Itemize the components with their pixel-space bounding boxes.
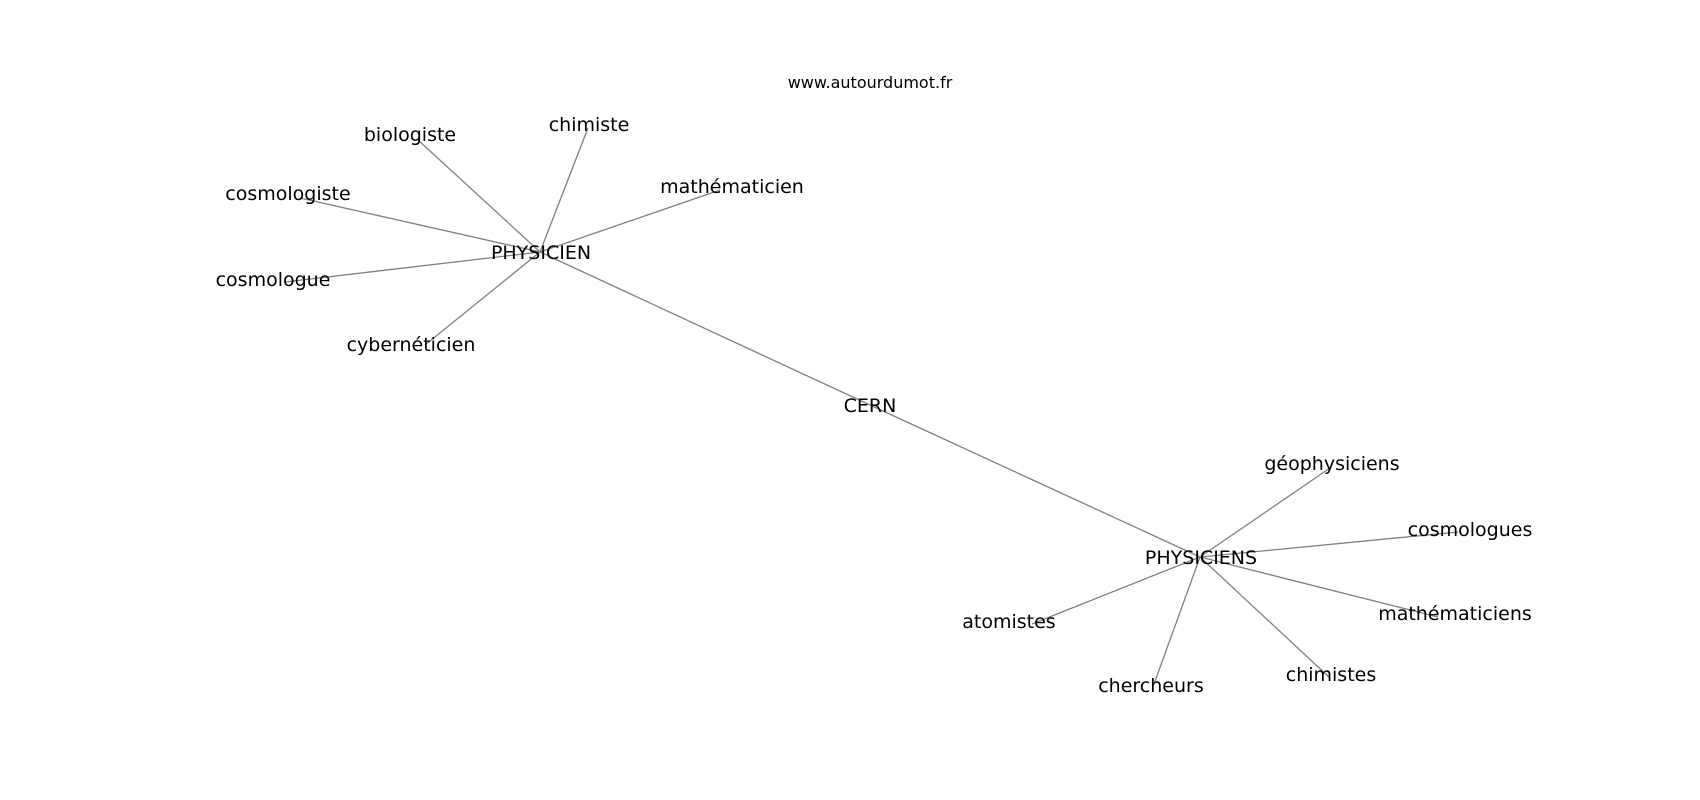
node-label-cosmologiste: cosmologiste	[225, 183, 350, 205]
node-label-mathematicien: mathématicien	[660, 176, 804, 198]
node-label-geophysiciens: géophysiciens	[1264, 453, 1399, 475]
node-label-atomistes: atomistes	[962, 611, 1055, 633]
edge-physicien-cyberneticien	[424, 251, 541, 346]
node-label-chercheurs: chercheurs	[1098, 675, 1204, 697]
node-label-biologiste: biologiste	[364, 124, 456, 146]
graph-edges	[284, 127, 1459, 685]
edge-physicien-chimiste	[539, 127, 589, 253]
node-label-cern: CERN	[844, 395, 897, 417]
node-label-physiciens: PHYSICIENS	[1145, 547, 1257, 569]
node-label-chimistes: chimistes	[1286, 664, 1377, 686]
edge-cern-physicien	[539, 251, 871, 406]
graph-labels: CERN PHYSICIEN PHYSICIENS biologiste chimist…	[216, 114, 1533, 697]
edge-physicien-mathematicien	[539, 189, 721, 253]
watermark-text: www.autourdumot.fr	[788, 73, 953, 92]
edge-physiciens-mathematiciens	[1199, 556, 1439, 618]
edge-physicien-cosmologiste	[299, 197, 541, 253]
edge-physicien-cosmologue	[284, 251, 541, 283]
node-label-cosmologue: cosmologue	[216, 269, 331, 291]
node-label-cosmologues: cosmologues	[1408, 519, 1533, 541]
edge-physicien-biologiste	[417, 139, 541, 253]
edge-physiciens-geophysiciens	[1199, 467, 1331, 558]
edge-cern-physiciens	[869, 404, 1201, 558]
edge-physiciens-cosmologues	[1199, 531, 1459, 558]
edge-physiciens-atomistes	[1031, 556, 1201, 625]
node-label-cyberneticien: cybernéticien	[347, 334, 476, 356]
edge-physiciens-chimistes	[1199, 556, 1331, 679]
edge-physiciens-chercheurs	[1153, 556, 1201, 685]
node-label-chimiste: chimiste	[549, 114, 630, 136]
node-label-mathematiciens: mathématiciens	[1378, 603, 1532, 625]
node-label-physicien: PHYSICIEN	[491, 242, 591, 264]
